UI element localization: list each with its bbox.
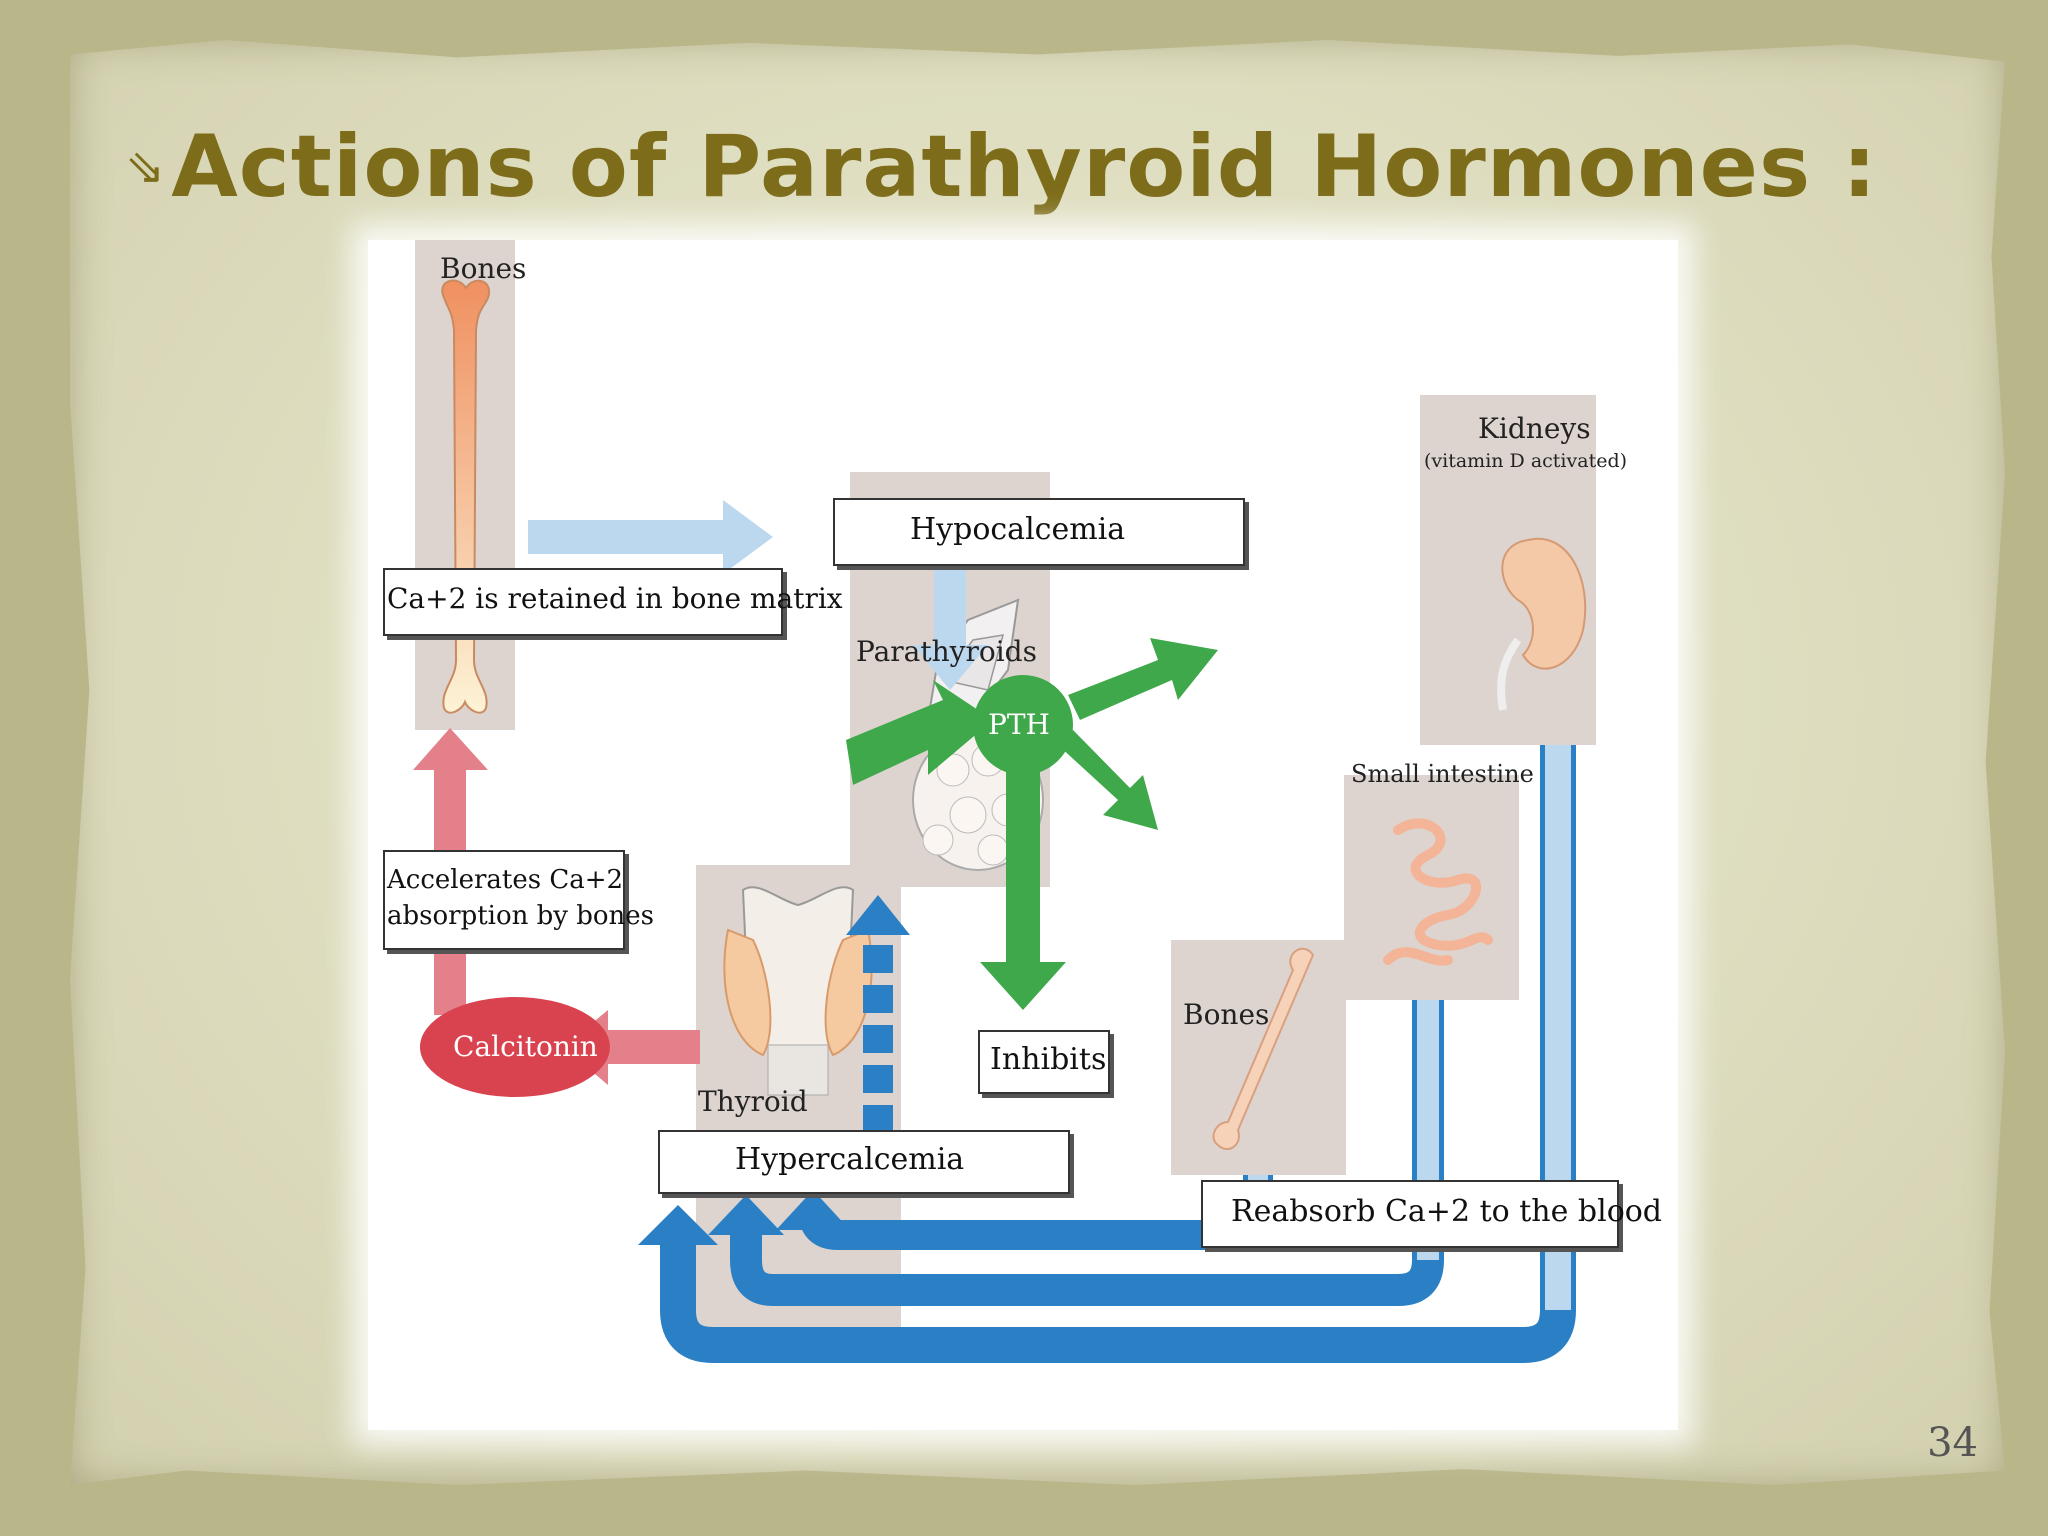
bones-right-label: Bones — [1183, 998, 1270, 1031]
pth-arrows — [846, 638, 1218, 1010]
pth-circle — [973, 675, 1073, 775]
arrow-inhibits — [846, 895, 910, 1133]
thyroid-label: Thyroid — [698, 1085, 808, 1118]
retained-box: Ca+2 is retained in bone matrix — [383, 568, 843, 636]
calcitonin-ellipse — [420, 997, 610, 1097]
slide-title-row: ⇘ Actions of Parathyroid Hormones : — [125, 112, 1878, 222]
bones-top-label: Bones — [440, 252, 527, 285]
arrow-bone-to-hypocalcemia — [528, 500, 773, 574]
calcitonin-label: Calcitonin — [453, 1030, 598, 1063]
small-intestine-label: Small intestine — [1351, 760, 1534, 788]
page-number: 34 — [1927, 1420, 1978, 1466]
kidney-icon — [1497, 537, 1587, 711]
parathyroid-diagram: Bones Ca+2 is retained in bone matrix Ac… — [368, 240, 1678, 1430]
return-arrowheads — [638, 1190, 850, 1245]
hypocalcemia-box: Hypocalcemia — [833, 498, 1245, 566]
small-intestine-icon — [1383, 818, 1493, 966]
accelerates-box: Accelerates Ca+2 absorption by bones — [383, 850, 655, 950]
pth-label: PTH — [988, 708, 1050, 741]
parathyroids-label: Parathyroids — [856, 635, 1037, 668]
right-bone-icon — [1212, 947, 1315, 1150]
slide-title: Actions of Parathyroid Hormones : — [171, 117, 1878, 217]
hypercalcemia-box: Hypercalcemia — [658, 1130, 1070, 1194]
diagram-graphics — [413, 240, 1596, 1363]
arrow-bullet-icon: ⇘ — [125, 139, 166, 195]
inhibits-box: Inhibits — [978, 1030, 1110, 1094]
reabsorb-box: Reabsorb Ca+2 to the blood — [1201, 1180, 1662, 1248]
arrow-hypocalcemia-to-parathyroids — [913, 560, 988, 690]
kidneys-label: Kidneys — [1478, 412, 1591, 445]
femur-bone-icon — [441, 279, 491, 714]
accelerates-line2: absorption by bones — [387, 901, 655, 931]
intestine-panel — [1344, 775, 1519, 1000]
accelerates-line1: Accelerates Ca+2 — [387, 865, 624, 895]
thyroid-gland-icon — [723, 886, 873, 1096]
kidneys-note: (vitamin D activated) — [1424, 450, 1628, 472]
